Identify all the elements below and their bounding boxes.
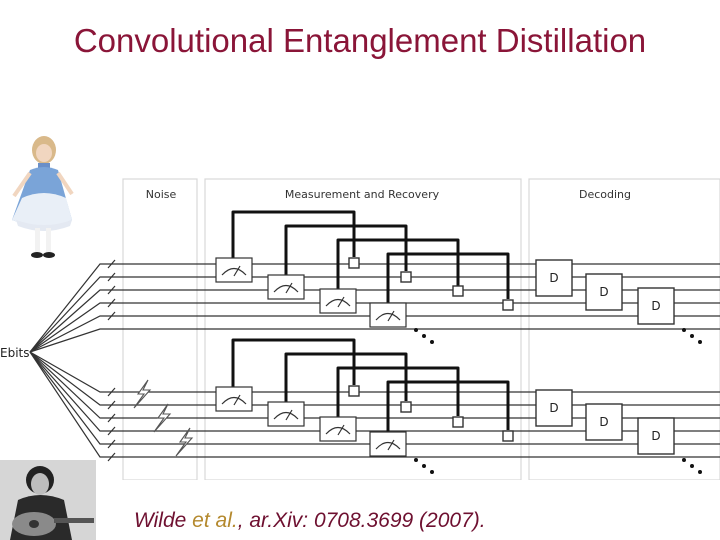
noise-label: Noise (146, 188, 177, 201)
meter-icon (215, 257, 253, 283)
meter-icon (369, 302, 407, 328)
citation: Wilde et al., ar.Xiv: 0708.3699 (2007). (134, 509, 486, 533)
decoder-label: D (651, 429, 660, 443)
slide-title: Convolutional Entanglement Distillation (73, 22, 647, 59)
decoder-label: D (549, 271, 558, 285)
recovery-gates (348, 257, 514, 442)
citation-etal: et al. (192, 509, 238, 532)
meter-icon (369, 431, 407, 457)
decoder-label: D (599, 285, 608, 299)
decoder-blocks (535, 259, 675, 455)
meter-icon (319, 288, 357, 314)
decoding-label: Decoding (579, 188, 631, 201)
meter-icons (215, 257, 407, 457)
meter-icon (267, 401, 305, 427)
decoder-label: D (599, 415, 608, 429)
decoder-label: D (651, 299, 660, 313)
wire-slashes (107, 259, 116, 462)
measurement-label: Measurement and Recovery (285, 188, 440, 201)
doll-figure (12, 136, 74, 258)
noise-bolts (133, 379, 194, 457)
ebits-label: Ebits (0, 346, 30, 360)
citation-reference: , ar.Xiv: 0708.3699 (2007). (237, 509, 486, 532)
circuit-diagram: Noise Measurement and Recovery Decoding … (0, 178, 720, 480)
guitarist-photo (0, 460, 96, 540)
continuation-dots (414, 328, 702, 474)
classical-wires (231, 210, 510, 432)
citation-author: Wilde (134, 509, 193, 532)
meter-icon (319, 416, 357, 442)
meter-icon (215, 386, 253, 412)
meter-icon (267, 274, 305, 300)
decoder-label: D (549, 401, 558, 415)
